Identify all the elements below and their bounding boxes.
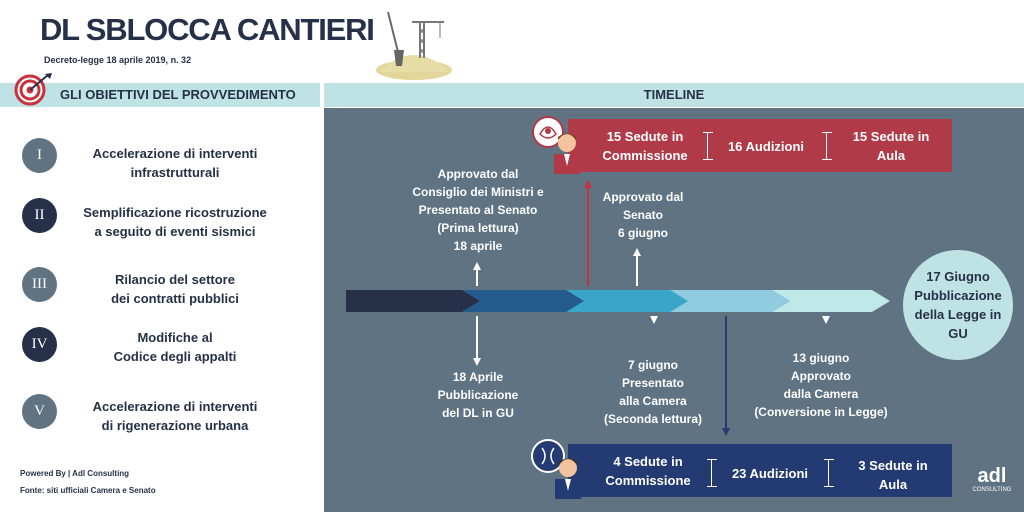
objective-numeral: III	[22, 267, 57, 302]
box-line: 3 Sedute in	[858, 458, 928, 473]
objectives-bar: GLI OBIETTIVI DEL PROVVEDIMENTO	[0, 83, 320, 107]
camera-sessions-aula: 3 Sedute in Aula	[838, 456, 948, 494]
label-line: del DL in GU	[442, 406, 514, 420]
objective-numeral: I	[22, 138, 57, 173]
camera-emblem-icon	[531, 439, 565, 473]
objective-line: Accelerazione di interventi	[92, 146, 258, 161]
objective-line: Rilancio del settore	[115, 272, 235, 287]
separator	[707, 459, 717, 487]
box-line: 15 Sedute in	[606, 129, 684, 144]
label-line: (Seconda lettura)	[603, 412, 702, 426]
objective-line: Accelerazione di interventi	[92, 399, 258, 414]
label-line: dalla Camera	[783, 387, 859, 401]
final-line: GU	[948, 326, 968, 341]
camera-sessions-commission: 4 Sedute in Commissione	[588, 452, 708, 490]
final-line: della Legge in	[914, 307, 1002, 322]
label-line: 18 Aprile	[452, 370, 504, 384]
page-title: DL SBLOCCA CANTIERI	[40, 12, 375, 47]
objective-line: infrastrutturali	[130, 165, 220, 180]
label-line: Approvato dal	[602, 190, 684, 204]
logo-text: adl	[977, 465, 1007, 487]
label-camera-approval: 13 giugno Approvato dalla Camera (Conver…	[744, 349, 898, 421]
senate-summary-box	[568, 119, 952, 172]
objective-item: Modifiche al Codice degli appalti	[60, 328, 290, 366]
objectives-heading: GLI OBIETTIVI DEL PROVVEDIMENTO	[60, 87, 296, 102]
target-icon	[14, 73, 52, 106]
label-camera-presented: 7 giugno Presentato alla Camera (Seconda…	[588, 356, 718, 428]
logo-subtext: CONSULTING	[972, 487, 1012, 493]
separator	[703, 132, 713, 160]
objective-item: Rilancio del settore dei contratti pubbl…	[60, 270, 290, 308]
label-line: Presentato	[621, 376, 685, 390]
camera-summary-box	[568, 444, 952, 497]
objective-line: Semplificazione ricostruzione	[83, 205, 267, 220]
box-line: Commissione	[605, 473, 691, 488]
final-line: Pubblicazione	[914, 288, 1002, 303]
label-line: 13 giugno	[792, 351, 850, 365]
label-line: 7 giugno	[628, 358, 678, 372]
senate-hearings: 16 Audizioni	[727, 139, 805, 154]
label-line: Senato	[622, 208, 663, 222]
label-line: Pubblicazione	[437, 388, 519, 402]
objective-item: Semplificazione ricostruzione a seguito …	[60, 203, 290, 241]
page-subtitle: Decreto-legge 18 aprile 2019, n. 32	[44, 55, 192, 65]
source-note: Fonte: siti ufficiali Camera e Senato	[20, 486, 156, 495]
objective-item: Accelerazione di interventi infrastruttu…	[60, 144, 290, 182]
timeline-bar: TIMELINE	[324, 83, 1024, 107]
objective-numeral: V	[22, 394, 57, 429]
label-line: (Prima lettura)	[437, 221, 519, 235]
powered-by: Powered By | Adl Consulting	[20, 469, 130, 478]
separator	[822, 132, 832, 160]
box-line: Aula	[876, 148, 906, 163]
label-senate-approval: Approvato dal Senato 6 giugno	[588, 188, 698, 242]
timeline-arrow	[346, 180, 890, 436]
senate-emblem-icon	[532, 116, 564, 148]
final-milestone: 17 Giugno Pubblicazione della Legge in G…	[903, 250, 1013, 360]
label-line: Presentato al Senato	[418, 203, 538, 217]
label-line: alla Camera	[619, 394, 687, 408]
label-line: 18 aprile	[453, 239, 503, 253]
deputy-avatar	[555, 458, 581, 499]
label-line: Approvato	[791, 369, 851, 383]
label-line: Approvato dal	[437, 167, 519, 181]
objective-line: di rigenerazione urbana	[101, 418, 249, 433]
senator-avatar	[554, 133, 580, 174]
objective-line: dei contratti pubblici	[111, 291, 239, 306]
objective-numeral: IV	[22, 327, 57, 362]
senate-sessions-commission: 15 Sedute in Commissione	[585, 127, 705, 165]
objective-numeral: II	[22, 198, 57, 233]
box-line: 15 Sedute in	[852, 129, 930, 144]
label-line: Consiglio dei Ministri e	[412, 185, 544, 199]
box-line: Aula	[878, 477, 908, 492]
objective-line: Codice degli appalti	[113, 349, 237, 364]
construction-icon	[376, 11, 452, 80]
label-cdm-approval: Approvato dal Consiglio dei Ministri e P…	[398, 165, 558, 255]
objective-item: Accelerazione di interventi di rigeneraz…	[60, 397, 290, 435]
objective-line: Modifiche al	[137, 330, 213, 345]
camera-hearings: 23 Audizioni	[731, 466, 809, 481]
label-line: 6 giugno	[618, 226, 668, 240]
label-dl-gu: 18 Aprile Pubblicazione del DL in GU	[418, 368, 538, 422]
label-line: (Conversione in Legge)	[754, 405, 888, 419]
separator	[824, 459, 834, 487]
senate-sessions-aula: 15 Sedute in Aula	[836, 127, 946, 165]
box-line: 4 Sedute in	[613, 454, 683, 469]
adl-logo: adl CONSULTING	[966, 466, 1018, 494]
final-line: 17 Giugno	[926, 269, 990, 284]
objective-line: a seguito di eventi sismici	[94, 224, 256, 239]
box-line: Commissione	[602, 148, 688, 163]
